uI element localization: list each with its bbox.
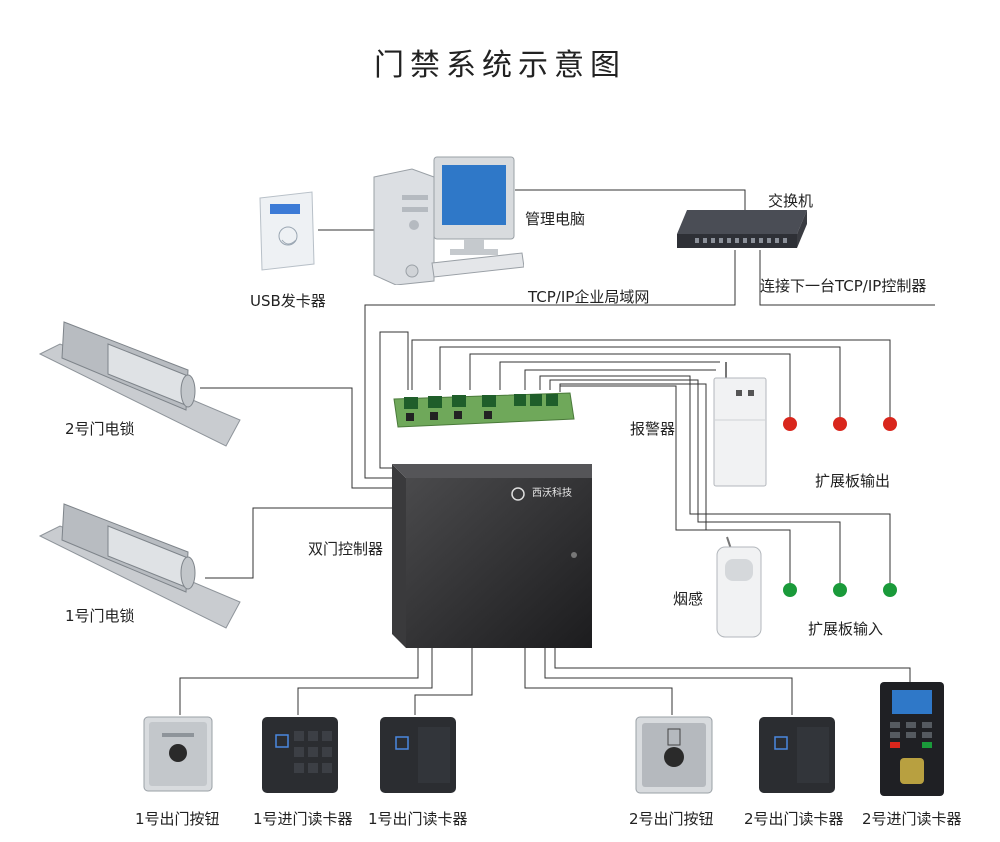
extension-board — [392, 385, 577, 437]
alarm-device — [712, 360, 770, 494]
exit-button-2 — [634, 715, 714, 799]
door-lock-2 — [38, 318, 243, 457]
wire-smoke — [559, 385, 722, 531]
wire-controller-board — [379, 331, 409, 469]
wire-output-2 — [439, 346, 841, 418]
exit-reader-1 — [378, 715, 458, 799]
wire-exit-reader1 — [414, 648, 473, 715]
wire-pc-switch — [515, 189, 746, 215]
entry-reader-2 — [878, 680, 946, 802]
smoke-label: 烟感 — [673, 590, 704, 608]
lan-label: TCP/IP企业局域网 — [528, 288, 650, 306]
lock1-label: 1号门电锁 — [65, 607, 135, 625]
usb-issuer-label: USB发卡器 — [250, 292, 326, 310]
wire-entry-reader2 — [554, 648, 911, 682]
wire-entry-reader1 — [297, 648, 433, 715]
wire-next-controller — [759, 250, 935, 306]
door-lock-1 — [38, 500, 243, 639]
wire-input-1 — [559, 383, 791, 586]
input-led-2 — [833, 583, 847, 597]
diagram-title: 门禁系统示意图 — [374, 48, 626, 83]
exit-button-1 — [142, 715, 214, 797]
entry-reader1-label: 1号进门读卡器 — [253, 810, 353, 828]
controller-label: 双门控制器 — [308, 540, 384, 558]
switch-label: 交换机 — [768, 192, 814, 210]
output-led-3 — [883, 417, 897, 431]
wire-exit-reader2 — [544, 648, 793, 715]
usb-card-issuer — [256, 190, 318, 276]
next-controller-label: 连接下一台TCP/IP控制器 — [760, 277, 927, 295]
management-pc — [372, 155, 525, 289]
exit-reader-2 — [757, 715, 837, 799]
exit-button2-label: 2号出门按钮 — [629, 810, 714, 828]
wire-output-1 — [469, 353, 791, 418]
entry-reader2-label: 2号进门读卡器 — [862, 810, 962, 828]
ext-input-label: 扩展板输入 — [808, 620, 884, 638]
pc-label: 管理电脑 — [525, 210, 586, 228]
wire-input-2 — [549, 379, 841, 586]
exit-reader2-label: 2号出门读卡器 — [744, 810, 844, 828]
dual-door-controller: 西沃科技 — [390, 462, 594, 654]
output-led-1 — [783, 417, 797, 431]
wire-input-3 — [539, 375, 891, 586]
lock2-label: 2号门电锁 — [65, 420, 135, 438]
wire-exit-button2 — [524, 648, 673, 715]
alarm-label: 报警器 — [630, 420, 676, 438]
wire-lock1 — [205, 507, 392, 579]
network-switch — [675, 208, 810, 257]
smoke-detector — [715, 535, 765, 644]
exit-button1-label: 1号出门按钮 — [135, 810, 220, 828]
wire-output-3 — [411, 339, 891, 418]
wire-alarm-1 — [499, 361, 720, 390]
wire-lan — [364, 250, 736, 479]
ext-output-label: 扩展板输出 — [815, 472, 891, 490]
wire-exit-button1 — [179, 648, 419, 715]
entry-reader-1 — [260, 715, 340, 799]
exit-reader1-label: 1号出门读卡器 — [368, 810, 468, 828]
input-led-1 — [783, 583, 797, 597]
wire-alarm-2 — [524, 369, 716, 390]
input-led-3 — [883, 583, 897, 597]
controller-brand: 西沃科技 — [532, 488, 572, 499]
wire-lock2 — [200, 387, 392, 489]
output-led-2 — [833, 417, 847, 431]
